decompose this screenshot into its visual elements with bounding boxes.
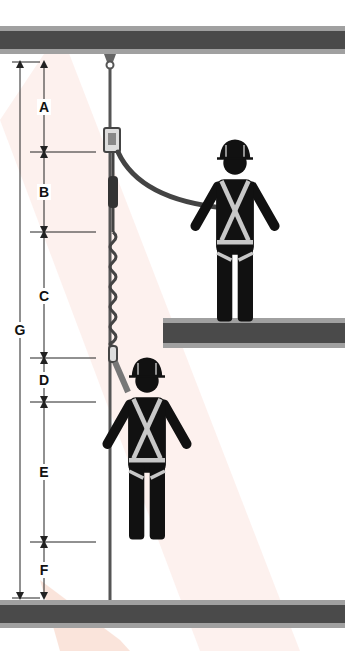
lanyard <box>112 208 115 232</box>
ceiling <box>0 26 345 54</box>
platform <box>163 318 345 348</box>
worker-falling <box>107 358 186 540</box>
dimension-lines <box>12 62 96 598</box>
dimension-label: G <box>13 322 28 338</box>
floor <box>0 600 345 628</box>
lanyard <box>112 152 115 176</box>
lanyard <box>110 232 116 346</box>
dimension-label: C <box>37 288 51 304</box>
platform <box>163 323 345 343</box>
dimension-label: A <box>37 99 51 115</box>
anchor <box>107 62 114 69</box>
dimension-label: F <box>38 562 51 578</box>
dimension-label: E <box>37 464 50 480</box>
dimension-label: D <box>37 372 51 388</box>
worker-standing <box>195 140 274 322</box>
shock-absorber <box>108 176 118 208</box>
rope-grab <box>108 133 116 145</box>
floor <box>0 605 345 623</box>
ceiling <box>0 31 345 49</box>
connector <box>115 362 128 392</box>
connector <box>109 346 117 362</box>
rope-grab <box>104 128 120 152</box>
dimension-label: B <box>37 184 51 200</box>
